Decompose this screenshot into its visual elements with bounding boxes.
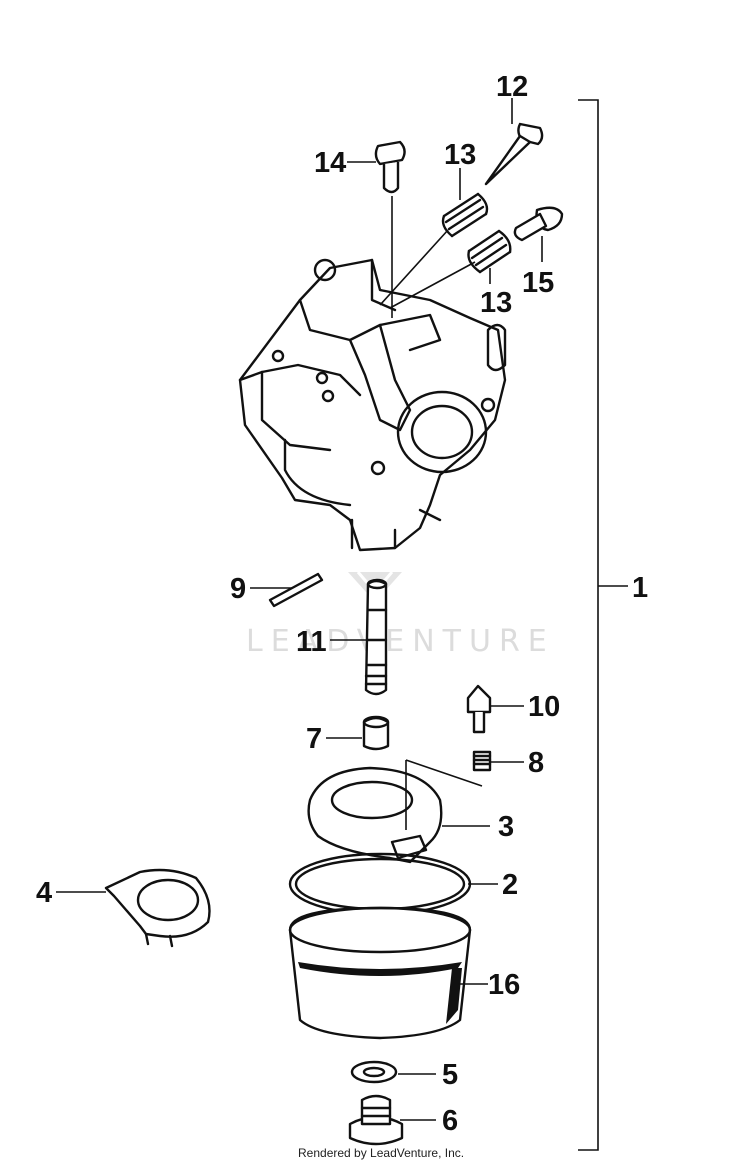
spring-13-upper (441, 192, 489, 238)
callout-13-upper: 13 (444, 139, 476, 171)
callout-11: 11 (296, 626, 327, 658)
assembly-bracket (578, 99, 599, 1151)
callout-4: 4 (36, 877, 52, 909)
callout-1: 1 (632, 572, 648, 604)
needle-valve-10 (466, 684, 492, 734)
tube-11 (364, 578, 388, 696)
float-bowl-16 (288, 906, 472, 1040)
callout-9: 9 (230, 573, 246, 605)
clip-4 (104, 868, 211, 948)
pin-9 (268, 572, 324, 608)
callout-3: 3 (498, 811, 514, 843)
screw-15 (513, 206, 564, 242)
callout-6: 6 (442, 1105, 458, 1137)
callout-7: 7 (306, 723, 322, 755)
callout-12: 12 (496, 71, 528, 103)
callout-8: 8 (528, 747, 544, 779)
jet-7 (362, 715, 390, 751)
spring-13-lower (467, 229, 512, 274)
callout-14: 14 (314, 147, 346, 179)
leader-3-hinge (405, 759, 483, 830)
callout-10: 10 (528, 691, 560, 723)
callout-16: 16 (488, 969, 520, 1001)
credit-text: Rendered by LeadVenture, Inc. (298, 1146, 464, 1160)
gasket-2 (288, 852, 472, 916)
leader-13-line-b (389, 261, 476, 309)
float-3 (307, 766, 443, 864)
screw-14 (374, 140, 406, 194)
carburetor-body (238, 258, 507, 552)
washer-5 (350, 1060, 398, 1084)
leader-13-line-a (379, 229, 449, 306)
callout-13-lower: 13 (480, 287, 512, 319)
spring-8 (472, 750, 492, 772)
needle-12 (484, 122, 544, 186)
callout-15: 15 (522, 267, 554, 299)
callout-5: 5 (442, 1059, 458, 1091)
watermark-text: LEADVENTURE (246, 624, 555, 659)
bolt-6 (348, 1094, 404, 1146)
callout-2: 2 (502, 869, 518, 901)
